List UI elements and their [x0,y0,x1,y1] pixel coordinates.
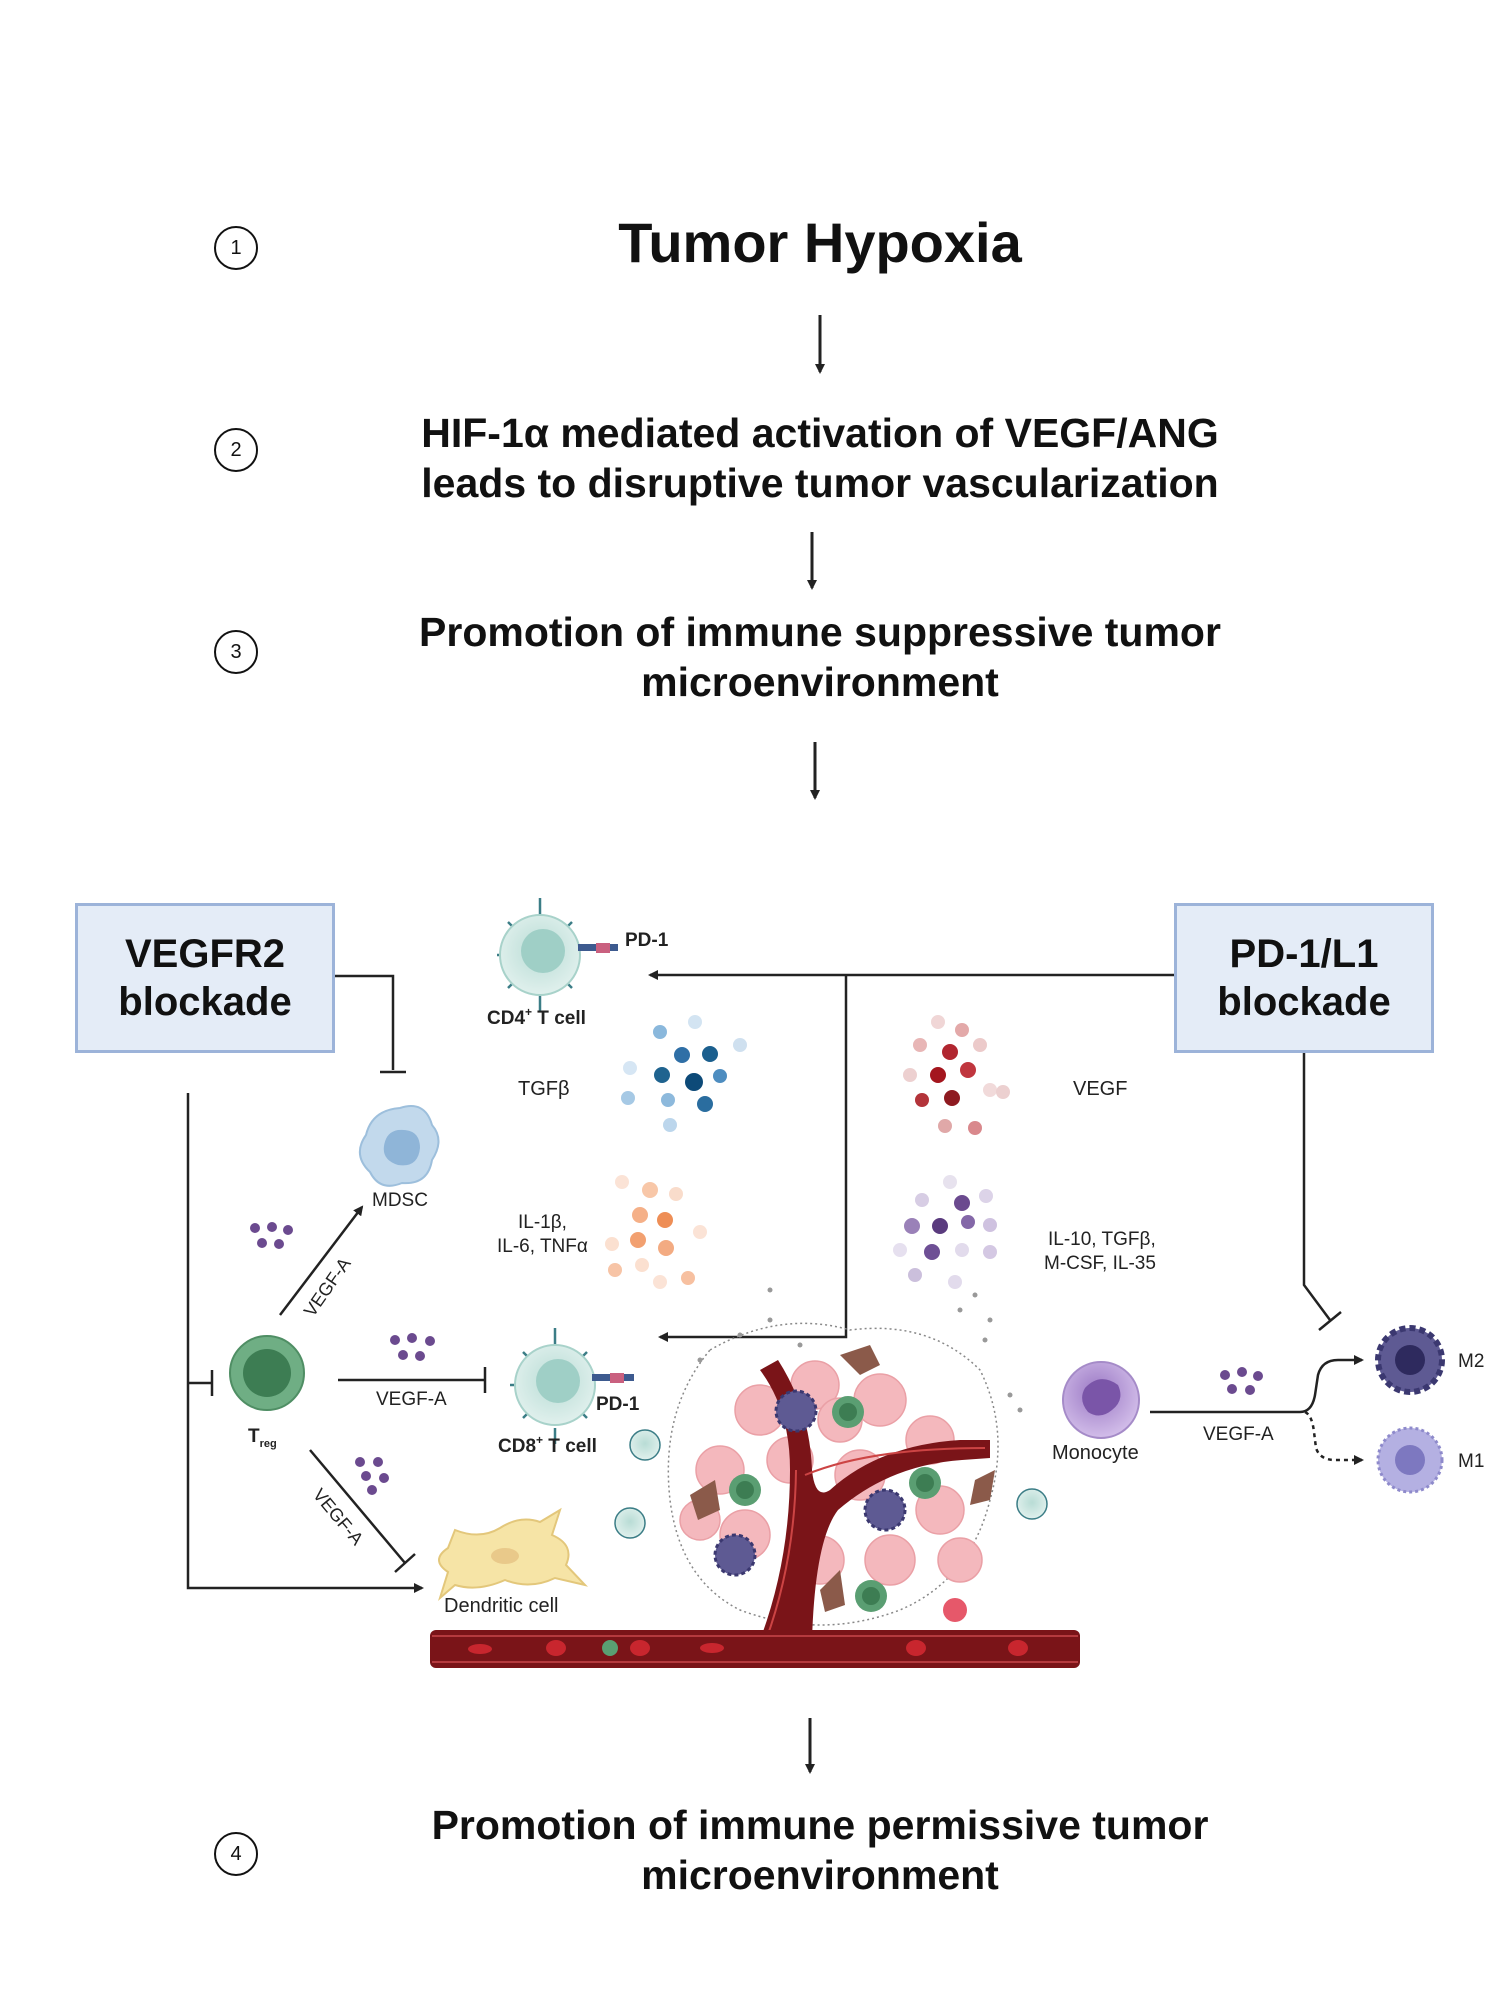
tumor-fibroblasts [690,1345,995,1612]
m1-label: M1 [1458,1451,1484,1472]
il1-label-line-1: IL-1β, [518,1212,567,1233]
step-3-heading: Promotion of immune suppressive tumor mi… [310,607,1330,707]
step-3-number: 3 [214,630,258,674]
il10-label-line-2: M-CSF, IL-35 [1044,1253,1156,1274]
il1-label-line-2: IL-6, TNFα [497,1236,588,1257]
step-4-line-2: microenvironment [641,1852,999,1898]
step-2-line-1: HIF-1α mediated activation of VEGF/ANG [421,410,1219,456]
monocyte-label: Monocyte [1052,1442,1139,1464]
pd1-line-1: PD-1/L1 [1229,932,1379,976]
cd8-t-cell [510,1328,634,1444]
step-4-number: 4 [214,1832,258,1876]
vegfa-label-monocyte: VEGF-A [1203,1424,1274,1445]
monocyte-cell [1062,1361,1140,1439]
treg-label: Treg [248,1426,277,1450]
step-1-number: 1 [214,226,258,270]
cd4-t-cell-label: CD4+ T cell [487,1005,586,1029]
vegfa-label-treg-cd8: VEGF-A [376,1389,447,1410]
step-2-number: 2 [214,428,258,472]
vegfr2-inhibit-mdsc [335,974,395,1070]
treg-to-mdsc [279,1205,364,1316]
connectors [186,970,1364,1593]
vegfa-label-treg-mdsc: VEGF-A [300,1254,355,1320]
m2-macrophage [1375,1325,1445,1395]
cd4-t-cell [497,898,618,1012]
inhibit-bar-dendritic [394,1553,416,1573]
particles [697,1287,1023,1413]
treg-cell [229,1335,305,1411]
mdsc-label: MDSC [372,1190,428,1211]
pd1-inhibit-m2 [1302,1053,1332,1321]
step-2-line-2: leads to disruptive tumor vascularizatio… [421,460,1219,506]
pd1-label-bottom: PD-1 [596,1394,640,1415]
tumor-microenvironment [614,1287,1048,1641]
treg-inhibit-dendritic [309,1449,406,1564]
vegfa-small-dots [250,1222,1263,1495]
blood-vessel [430,1630,1080,1668]
step-1-heading: Tumor Hypoxia [618,211,1022,274]
monocyte-to-m1 [1304,1410,1364,1465]
pd1-to-cd8 [658,975,848,1342]
tgfb-label: TGFβ [518,1078,570,1100]
il10-label-line-1: IL-10, TGFβ, [1048,1229,1156,1250]
tgfb-cytokines [621,1015,747,1132]
pd1-label-top: PD-1 [625,930,669,951]
tumor-macrophages [713,1389,907,1577]
vegfr2-line-1: VEGFR2 [124,932,286,976]
vegf-cytokines [903,1015,1010,1135]
flow-arrows [805,315,825,1774]
step-2-heading: HIF-1α mediated activation of VEGF/ANG l… [310,408,1330,508]
m2-label: M2 [1458,1351,1484,1372]
dendritic-cell [438,1507,589,1602]
il1-cytokines [605,1175,707,1289]
vegfr2-line-2: blockade [118,980,292,1024]
m1-macrophage [1376,1426,1444,1494]
step-4-heading: Promotion of immune permissive tumor mic… [310,1800,1330,1900]
vegfr2-to-dendritic [186,1093,424,1593]
inhibit-bar-m2 [1318,1311,1342,1331]
pd1-line-2: blockade [1217,980,1391,1024]
step-3-line-1: Promotion of immune suppressive tumor [419,609,1221,655]
tumor-tregs [729,1396,941,1612]
monocyte-to-m2 [1150,1355,1364,1414]
il10-cytokines [893,1175,997,1289]
step-4-line-1: Promotion of immune permissive tumor [431,1802,1209,1848]
vegfa-label-treg-dendritic: VEGF-A [309,1485,367,1549]
mdsc-cell [359,1105,440,1187]
vegf-label: VEGF [1073,1078,1127,1100]
step-3-line-2: microenvironment [641,659,999,705]
red-blood-cells [468,1640,1028,1656]
dendritic-cell-label: Dendritic cell [444,1595,558,1617]
cd8-t-cell-label: CD8+ T cell [498,1433,597,1457]
